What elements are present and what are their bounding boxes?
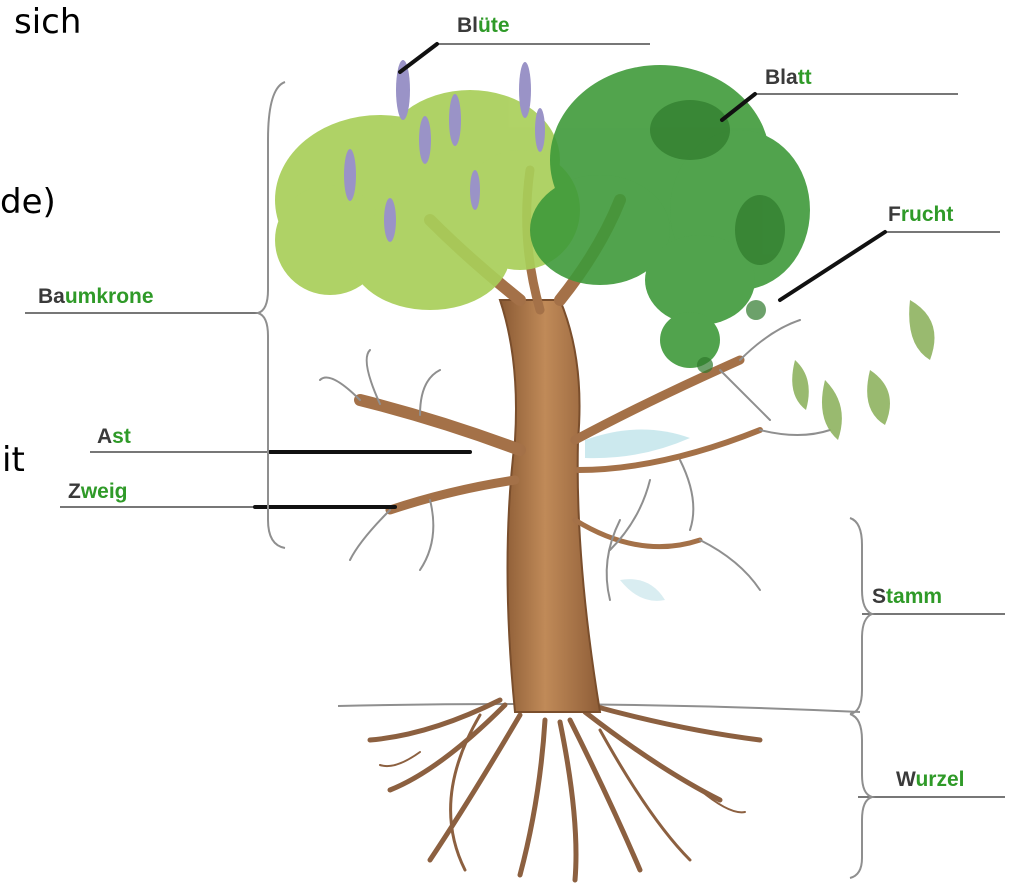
label-bluete: Blüte bbox=[457, 14, 510, 37]
label-blatt: Blatt bbox=[765, 66, 812, 89]
falling-leaves bbox=[792, 300, 934, 440]
tree-roots bbox=[370, 700, 760, 880]
label-frucht: Frucht bbox=[888, 203, 953, 226]
label-baumkrone: Baumkrone bbox=[38, 285, 154, 308]
label-wurzel: Wurzel bbox=[896, 768, 964, 791]
tree-trunk bbox=[500, 300, 600, 712]
label-ast: Ast bbox=[97, 425, 131, 448]
label-stamm: Stamm bbox=[872, 585, 942, 608]
label-zweig: Zweig bbox=[68, 480, 128, 503]
